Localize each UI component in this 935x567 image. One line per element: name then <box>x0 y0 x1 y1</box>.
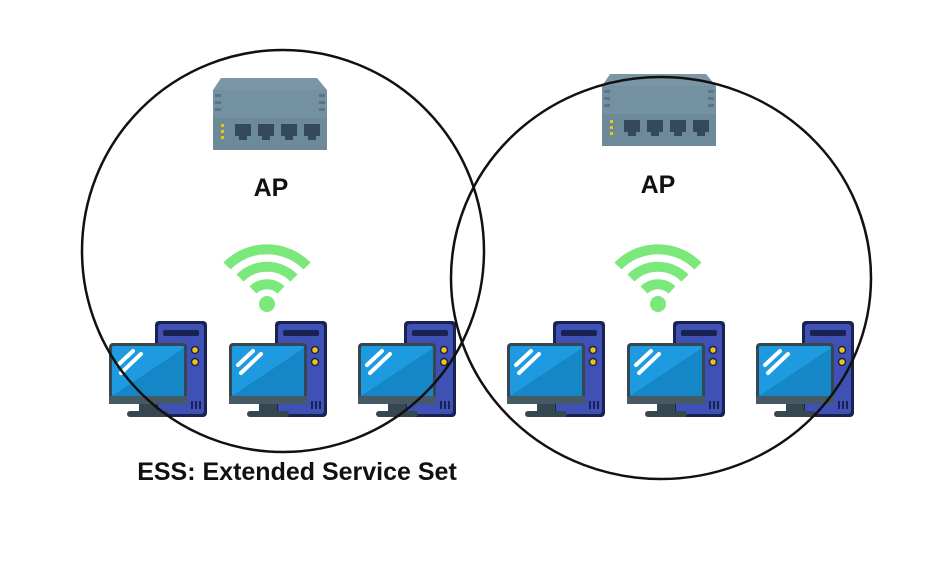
diagram-caption: ESS: Extended Service Set <box>137 458 457 486</box>
bss-cell-right: AP <box>505 74 856 419</box>
wifi-icon <box>618 249 698 312</box>
coverage-circle-left <box>80 48 486 454</box>
desktop-computer-icon <box>227 319 329 419</box>
desktop-computer-icon <box>356 319 458 419</box>
coverage-circle-right <box>449 75 873 481</box>
access-point-icon <box>213 78 327 150</box>
desktop-computer-icon <box>107 319 209 419</box>
wifi-icon <box>227 249 307 312</box>
desktop-computer-icon <box>625 319 727 419</box>
ap-label-left: AP <box>254 174 289 202</box>
desktop-computer-icon <box>505 319 607 419</box>
ap-label-right: AP <box>641 171 676 199</box>
access-point-icon <box>602 74 716 146</box>
desktop-computer-icon <box>754 319 856 419</box>
bss-cell-left: AP <box>107 78 458 419</box>
